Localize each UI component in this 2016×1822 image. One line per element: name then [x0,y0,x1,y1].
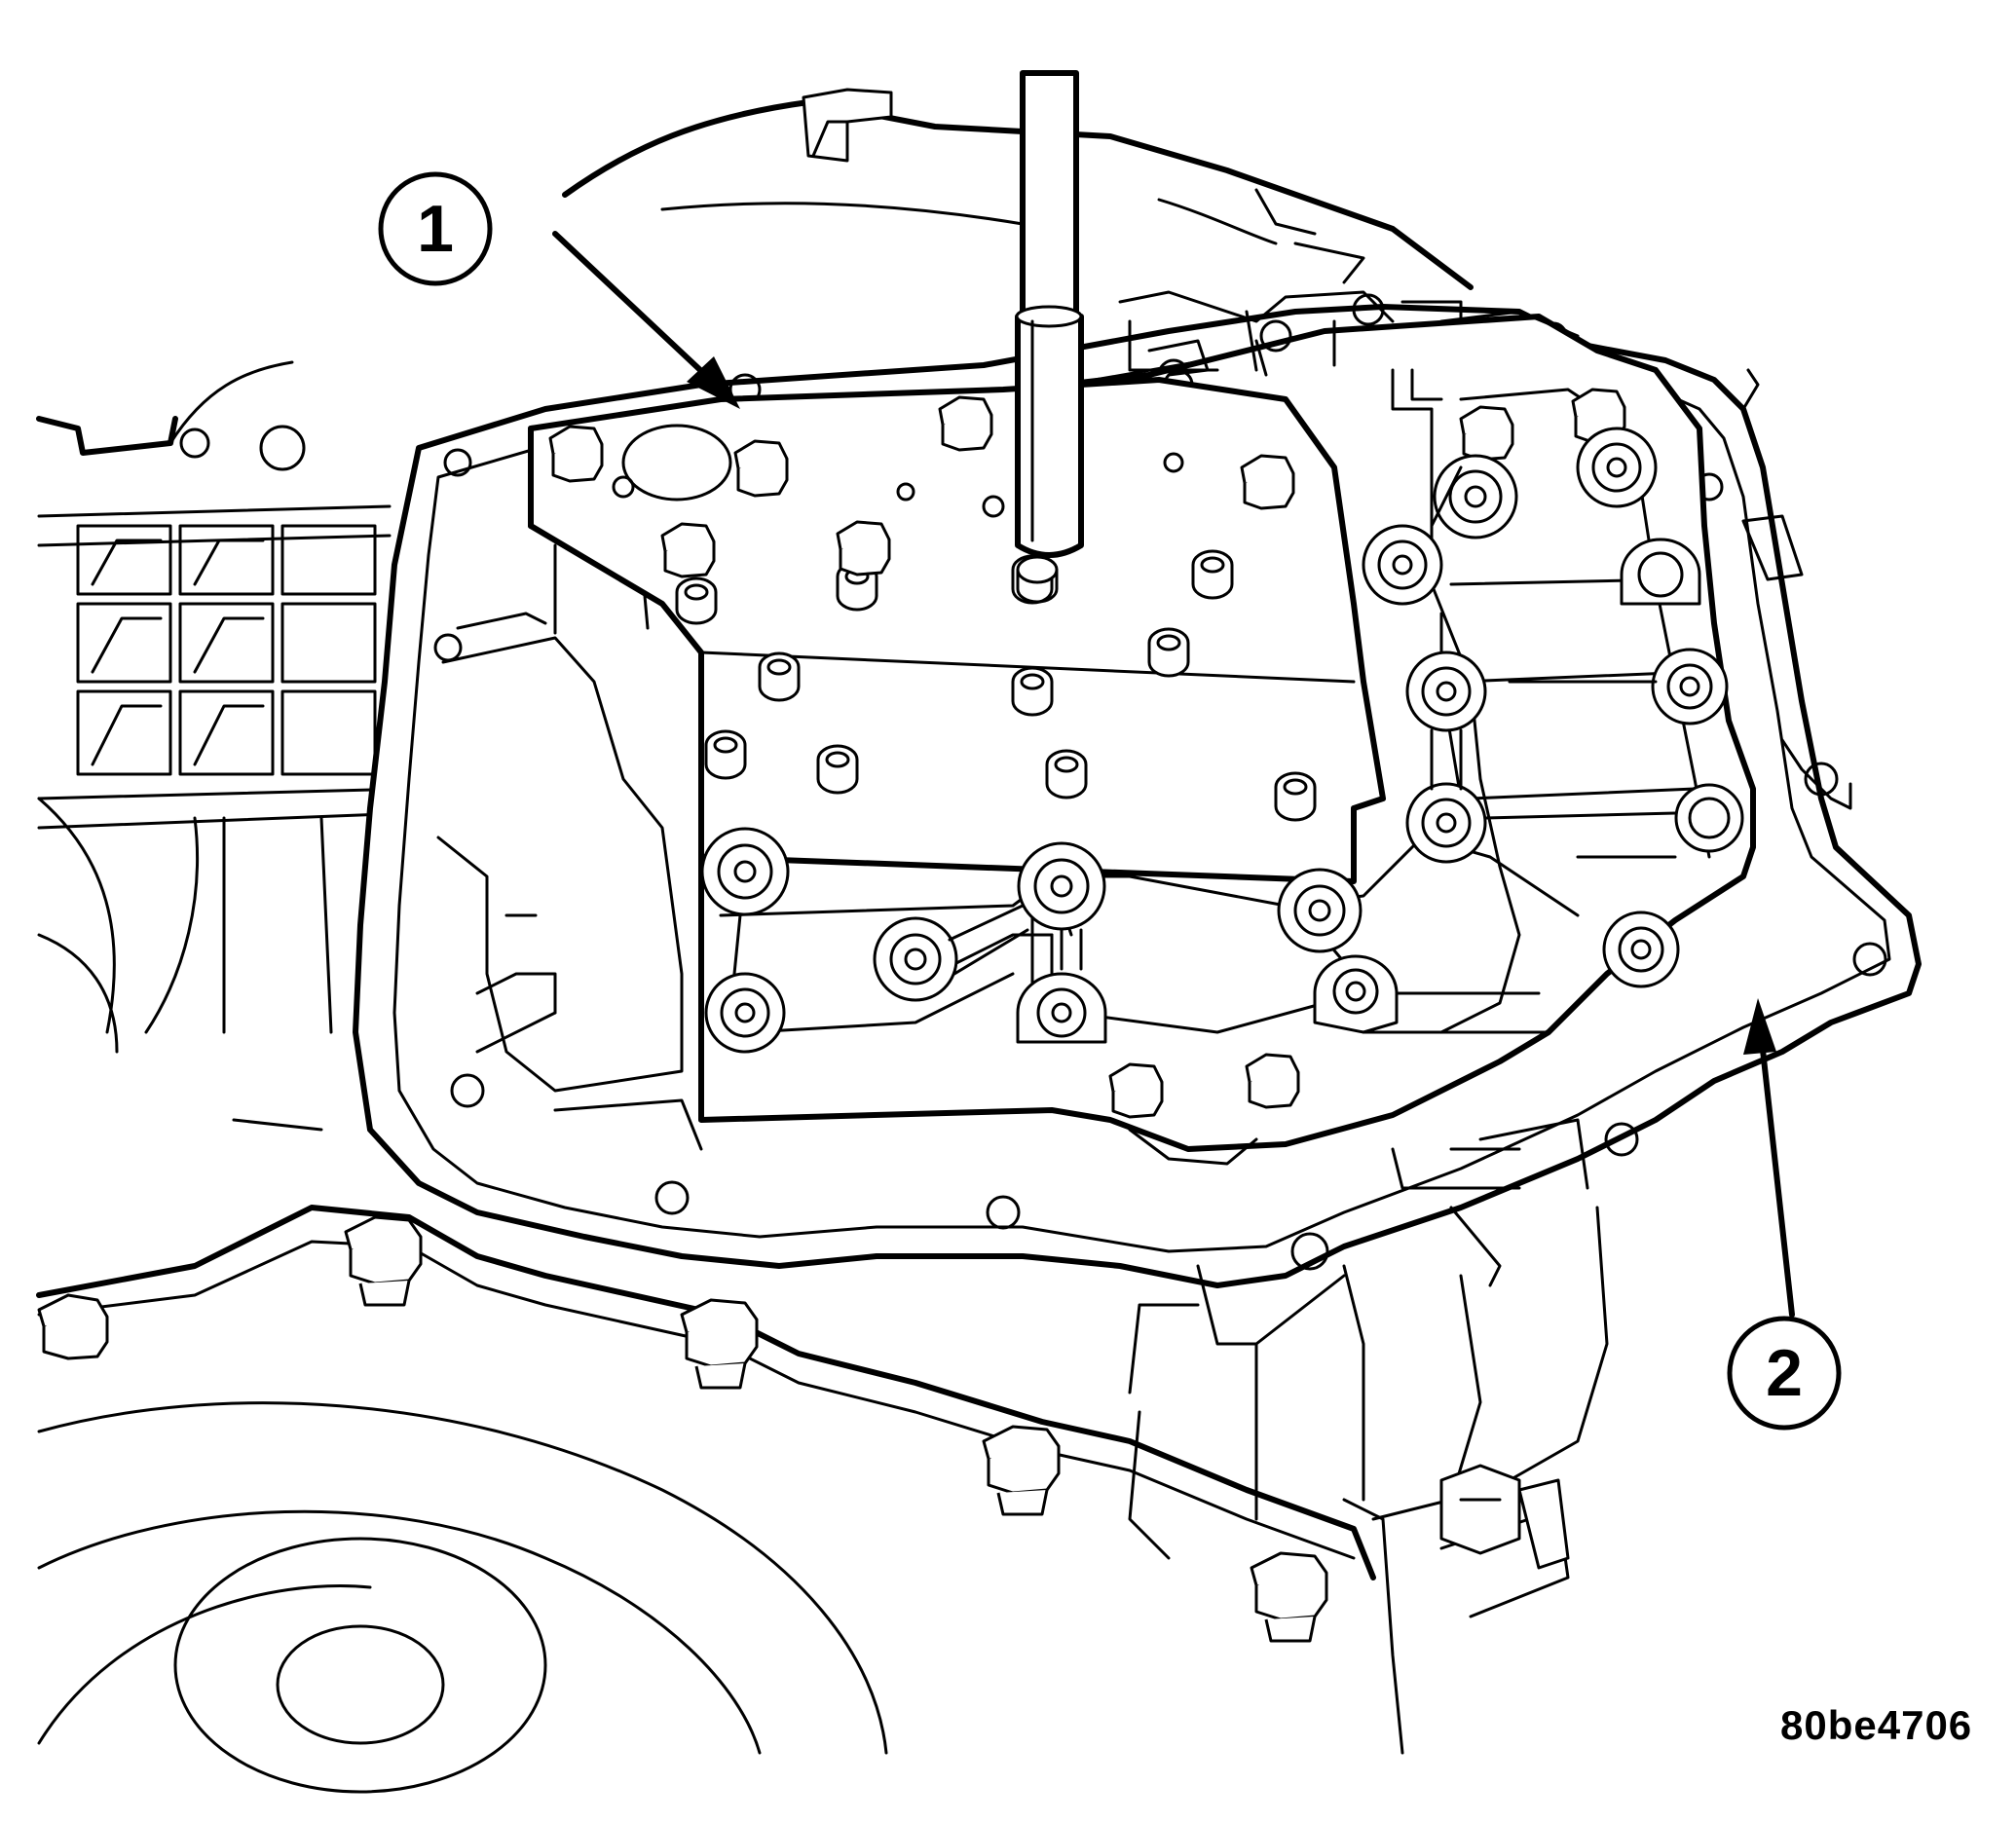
callout-1: 1 [378,171,493,286]
left-sump-channel [436,636,703,1151]
hex-bolts [548,388,1626,1119]
plate-studs [675,549,1317,822]
rear-case-top [562,88,1474,290]
case-bolts [37,1215,1328,1643]
tool-rod [1015,70,1084,604]
lower-case [36,1118,1609,1794]
figure-code: 80be4706 [1780,1702,1973,1748]
callout-label: 1 [417,192,454,266]
left-housing-ribs [36,360,411,1132]
callout-circle [1727,1316,1842,1431]
separator-tab [456,612,1521,1166]
arrowhead-1 [687,356,740,409]
valve-body-bosses [700,427,1744,1054]
callout-circle [378,171,493,286]
leader-arrows [552,231,1795,1318]
callout-2: 2 [1727,1316,1842,1431]
leader-line-1 [552,231,719,388]
arrowhead-2 [1743,998,1776,1055]
leader-line-2 [1758,1029,1795,1318]
callout-label: 2 [1766,1336,1803,1410]
